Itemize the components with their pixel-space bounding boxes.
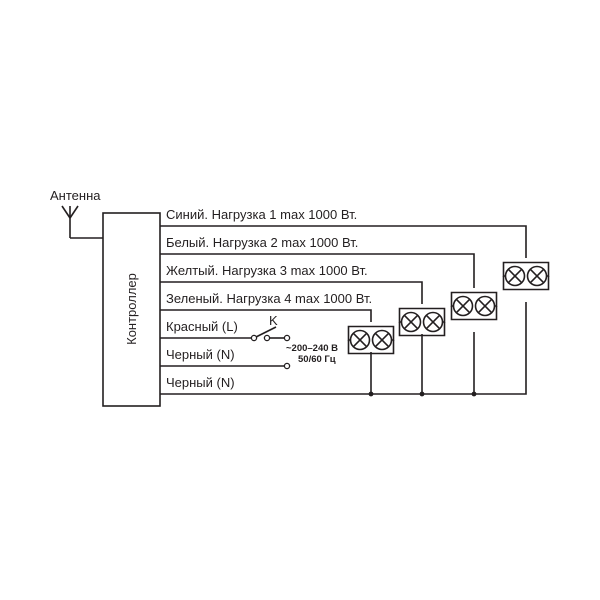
wire-label-white: Белый. Нагрузка 2 max 1000 Вт. <box>166 235 358 250</box>
wire-yellow <box>160 281 423 304</box>
load-3-lamps <box>398 307 446 337</box>
lamp-groups <box>347 261 550 355</box>
wire-green <box>160 309 372 322</box>
wire-black-n-loads <box>160 302 527 397</box>
wire-label-black-2: Черный (N) <box>166 375 235 390</box>
wire-label-blue: Синий. Нагрузка 1 max 1000 Вт. <box>166 207 357 222</box>
controller-box <box>102 212 161 407</box>
load-4-lamps <box>347 325 395 355</box>
wire-blue <box>160 225 527 258</box>
wire-red-l <box>160 326 291 342</box>
load-1-lamps <box>502 261 550 291</box>
supply-frequency: 50/60 Гц <box>298 354 336 365</box>
wire-label-green: Зеленый. Нагрузка 4 max 1000 Вт. <box>166 291 372 306</box>
switch-k-icon <box>255 326 277 338</box>
wire-label-black-1: Черный (N) <box>166 347 235 362</box>
controller-label: Контроллер <box>124 273 139 345</box>
supply-voltage: ~200–240 В <box>286 343 338 354</box>
wire-black-n-supply <box>160 362 291 370</box>
wire-label-red: Красный (L) <box>166 319 238 334</box>
wire-label-yellow: Желтый. Нагрузка 3 max 1000 Вт. <box>166 263 368 278</box>
wire-white <box>160 253 475 288</box>
antenna-label: Антенна <box>50 188 101 203</box>
load-2-lamps <box>450 291 498 321</box>
antenna-icon <box>61 205 103 239</box>
switch-k-label: K <box>269 313 278 328</box>
